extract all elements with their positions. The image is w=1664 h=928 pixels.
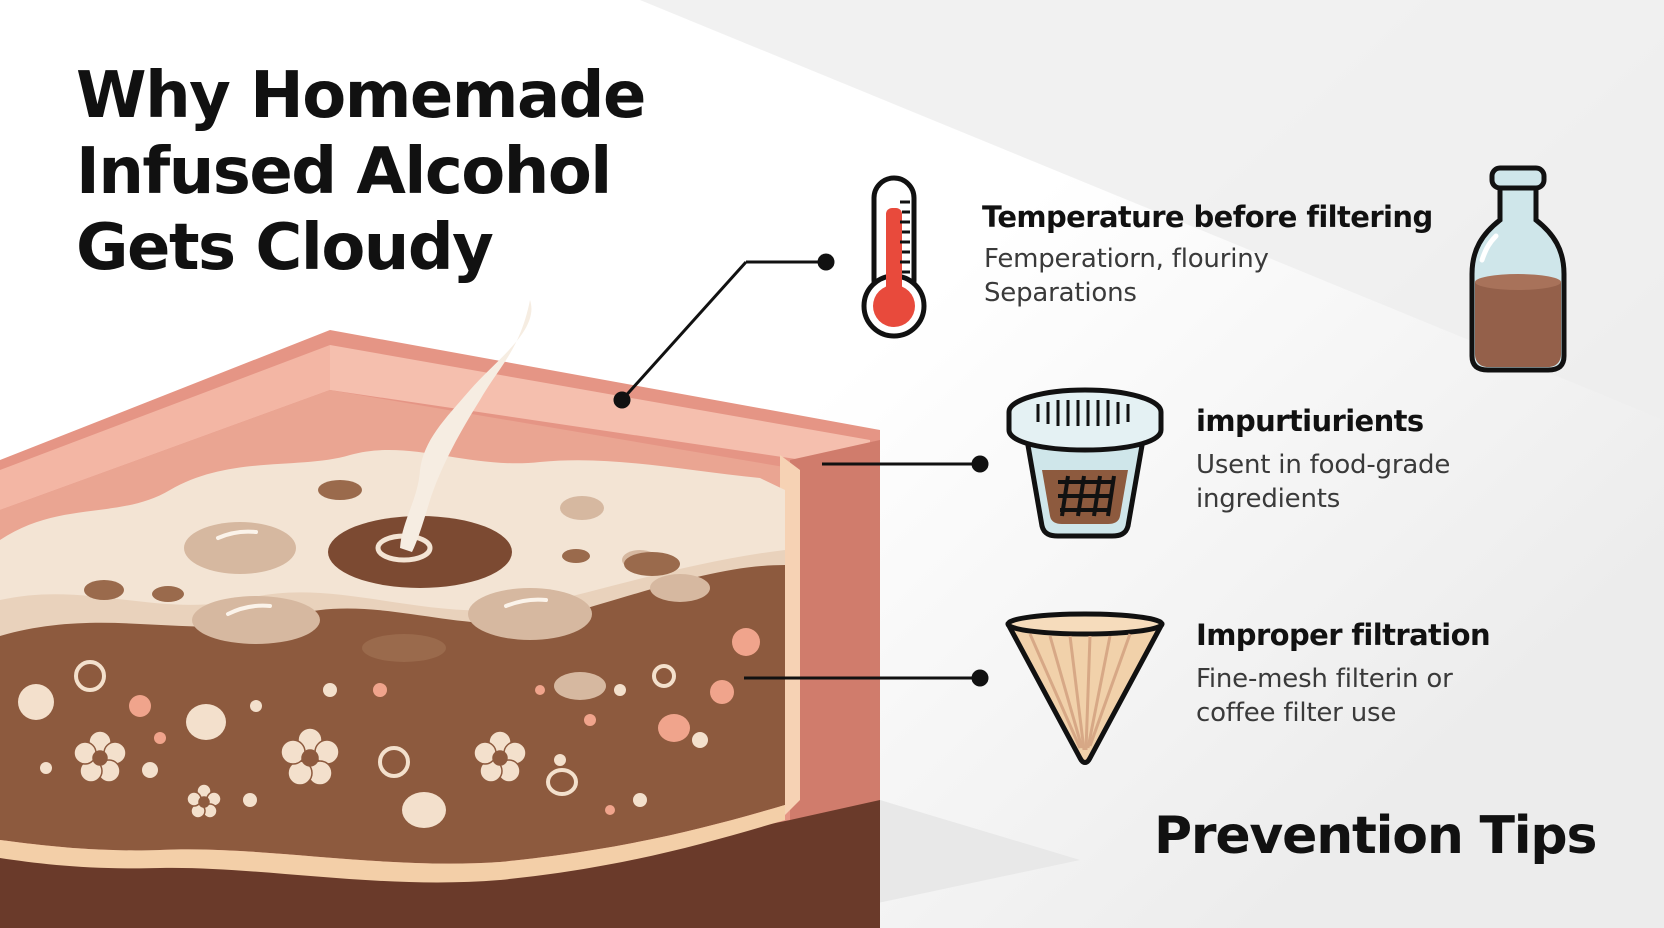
title-line-2: Infused Alcohol [76,135,612,209]
item-desc-line: coffee filter use [1196,698,1397,728]
page-title: Why Homemade Infused Alcohol Gets Cloudy [76,58,696,286]
leader-lines [613,253,989,687]
sediment-layer [0,560,785,883]
cloudy-swirl [400,300,532,552]
dark-pool [328,516,512,588]
item-title-impurities: impurtiurients [1196,404,1424,438]
thermometer-icon [861,175,927,339]
coffee-filter-icon [1005,611,1165,765]
strainer-cup-icon [1006,387,1164,539]
prevention-tips-heading: Prevention Tips [1154,806,1597,866]
bottle-icon [1469,165,1567,373]
item-desc-line: Femperatiorn, flouriny [984,244,1269,274]
item-desc-line: Fine-mesh filterin or [1196,664,1453,694]
item-title-filtration: Improper filtration [1196,618,1491,652]
title-line-1: Why Homemade [76,59,646,133]
item-desc-line: Usent in food-grade [1196,450,1451,480]
item-desc-temperature: Femperatiorn, flouriny Separations [984,242,1344,310]
item-desc-impurities: Usent in food-grade ingredients [1196,448,1556,516]
item-desc-filtration: Fine-mesh filterin or coffee filter use [1196,662,1556,730]
title-line-3: Gets Cloudy [76,211,494,285]
item-desc-line: Separations [984,278,1137,308]
item-title-temperature: Temperature before filtering [982,200,1433,234]
item-desc-line: ingredients [1196,484,1341,514]
cloudy-foam-layer [0,300,785,700]
